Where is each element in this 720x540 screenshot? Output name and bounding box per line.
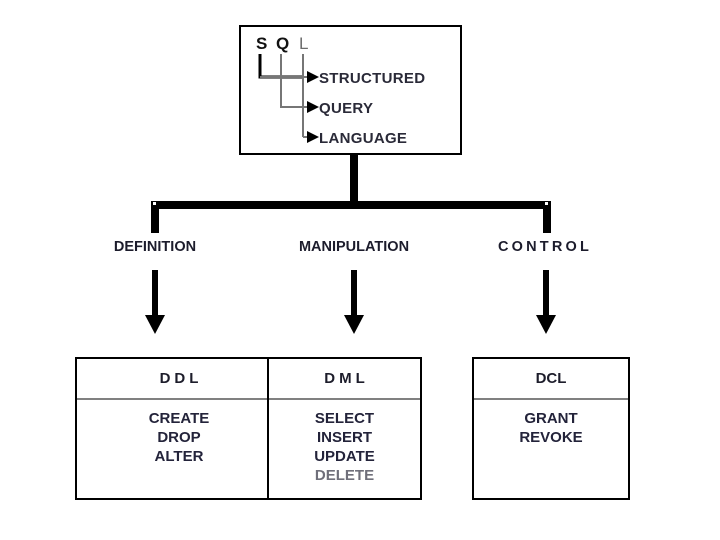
bus-corner-notch-right bbox=[545, 202, 548, 205]
list-item: SELECT bbox=[314, 410, 375, 427]
leaf-box-ddl: DDL CREATE DROP ALTER bbox=[75, 357, 283, 500]
bus-corner-notch-left bbox=[153, 202, 156, 205]
sql-elbow-connectors bbox=[258, 54, 319, 143]
leaf-title-dml: DML bbox=[324, 370, 369, 387]
expansion-structured: STRUCTURED bbox=[319, 70, 426, 87]
expansion-language: LANGUAGE bbox=[319, 130, 408, 147]
bus-drop-left bbox=[151, 205, 159, 233]
sql-letter-l: L bbox=[299, 34, 309, 53]
leaf-items-dml: SELECT INSERT UPDATE DELETE bbox=[269, 409, 420, 485]
sql-letter-s: S bbox=[256, 34, 268, 53]
list-item: GRANT bbox=[524, 410, 578, 427]
branch-bus-line bbox=[151, 201, 551, 209]
leaf-items-dcl: GRANT REVOKE bbox=[474, 409, 628, 447]
leaf-items-ddl: CREATE DROP ALTER bbox=[77, 409, 281, 466]
arrow-down-to-dml bbox=[344, 270, 364, 334]
sql-letter-q: Q bbox=[276, 34, 290, 53]
leaf-divider-ddl bbox=[77, 398, 281, 400]
list-item: INSERT bbox=[316, 429, 372, 446]
branch-label-manipulation: MANIPULATION bbox=[298, 239, 410, 255]
arrow-down-to-ddl bbox=[145, 270, 165, 334]
list-item: CREATE bbox=[148, 410, 210, 427]
list-item: UPDATE bbox=[314, 448, 375, 465]
leaf-title-dcl: DCL bbox=[535, 370, 567, 387]
leaf-title-ddl: DDL bbox=[159, 370, 203, 387]
bus-drop-right bbox=[543, 205, 551, 233]
list-item: DELETE bbox=[314, 467, 375, 484]
root-trunk-line bbox=[350, 155, 358, 208]
list-item: ALTER bbox=[154, 448, 204, 465]
list-item: DROP bbox=[157, 429, 201, 446]
leaf-divider-dcl bbox=[474, 398, 628, 400]
leaf-divider-dml bbox=[269, 398, 420, 400]
list-item: REVOKE bbox=[519, 429, 583, 446]
leaf-box-dml: DML SELECT INSERT UPDATE DELETE bbox=[267, 357, 422, 500]
sql-root-box: S Q L STRUCTURED QUERY LANGUAGE bbox=[239, 25, 462, 155]
branch-label-control: CONTROL bbox=[497, 239, 593, 255]
leaf-box-dcl: DCL GRANT REVOKE bbox=[472, 357, 630, 500]
expansion-query: QUERY bbox=[319, 100, 374, 117]
arrow-down-to-dcl bbox=[536, 270, 556, 334]
branch-label-definition: DEFINITION bbox=[113, 239, 197, 255]
